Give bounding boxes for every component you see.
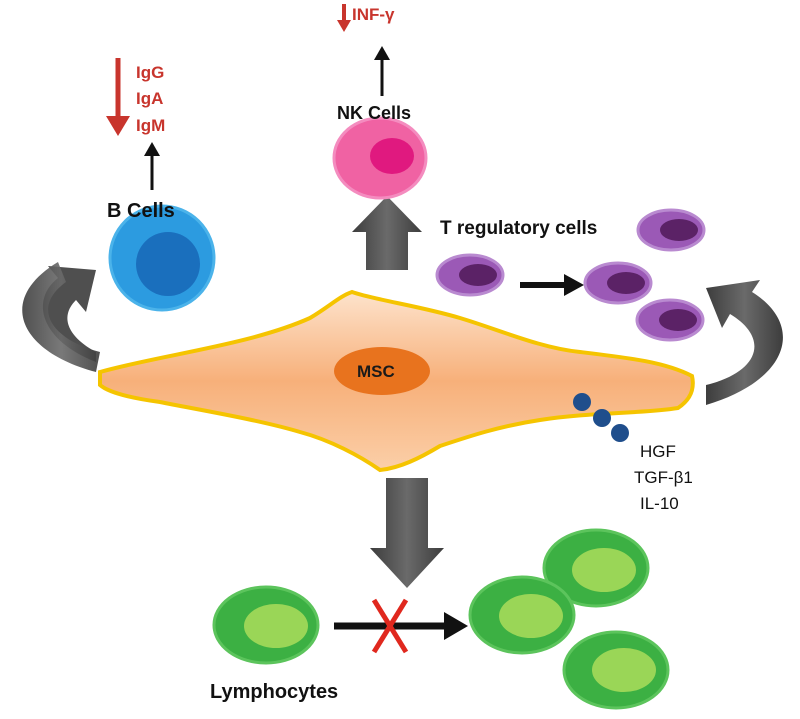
il10-label: IL-10 xyxy=(640,494,679,513)
t-reg-cell xyxy=(636,208,706,252)
lymphocyte-single xyxy=(212,585,320,665)
decrease-arrow-inf-icon xyxy=(337,4,351,32)
arrow-b-cell-up-icon xyxy=(144,142,160,190)
lymphocyte xyxy=(468,575,576,655)
msc-nucleus xyxy=(334,347,430,395)
block-x-icon xyxy=(371,598,409,654)
nk-cell xyxy=(332,116,428,200)
hgf-label: HGF xyxy=(640,442,676,461)
t-reg-cell-single xyxy=(435,253,505,297)
b-cell xyxy=(108,204,216,312)
curved-arrow-right-icon xyxy=(706,280,783,405)
arrow-nk-up-icon xyxy=(374,46,390,96)
lymphocytes-label: Lymphocytes xyxy=(210,681,339,703)
igm-label: IgM xyxy=(136,116,166,135)
t-reg-cell xyxy=(635,298,705,342)
arrow-up-to-nk-icon xyxy=(352,196,422,270)
curved-arrow-left-body xyxy=(22,262,100,372)
nk-cell-nucleus xyxy=(370,138,414,174)
nk-cells-label: NK Cells xyxy=(337,103,412,123)
igg-label: IgG xyxy=(136,63,165,82)
secreted-factors-dots xyxy=(573,393,629,442)
lymphocyte-group xyxy=(468,528,670,710)
b-cells-label: B Cells xyxy=(107,200,175,222)
decrease-arrow-ig-icon xyxy=(106,58,130,136)
inf-gamma-label: INF-γ xyxy=(352,5,395,24)
lymphocyte xyxy=(562,630,670,710)
lymphocyte xyxy=(542,528,650,608)
tgf-b1-label: TGF-β1 xyxy=(634,468,693,487)
b-cell-nucleus xyxy=(136,232,200,296)
arrow-down-to-lymphocytes-icon xyxy=(370,478,444,588)
t-reg-cell xyxy=(583,261,653,305)
arrow-lymphocyte-proliferation-icon xyxy=(334,612,468,640)
iga-label: IgA xyxy=(136,89,164,108)
t-regulatory-cells-label: T regulatory cells xyxy=(440,218,598,239)
t-reg-cell-group xyxy=(583,208,706,342)
msc-label: MSC xyxy=(357,362,395,381)
arrow-t-reg-expansion-icon xyxy=(520,274,584,296)
msc-cell xyxy=(98,289,695,473)
